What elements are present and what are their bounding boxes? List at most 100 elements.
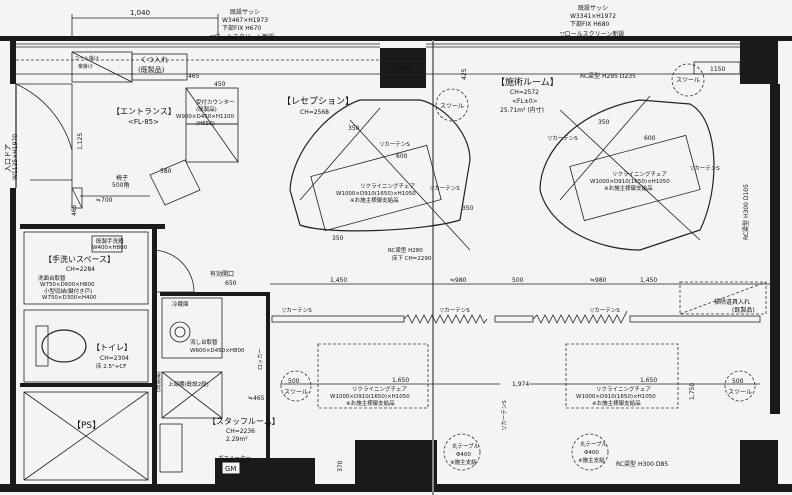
dim-1150b: 1150	[710, 66, 725, 73]
beam-mid-l2: 床下 CH=2290	[392, 254, 432, 262]
entrance-area: コート掛け 傘掛け くつ入れ (既製品) 465 【エントランス】 <FL-85…	[71, 51, 239, 216]
wash-item6: W750×D300×H400	[42, 295, 97, 301]
dim-500b: 500	[288, 378, 300, 385]
dim-1650a: 1,650	[392, 377, 409, 384]
sink-label: 流し台取替	[190, 338, 218, 346]
recliner-3-l3: ※お施主様御支給品	[346, 399, 395, 407]
reception-area: 【レセプション】 CH=2568 1150 425 スツール	[282, 61, 469, 122]
counter-l2: (既製品)	[196, 105, 217, 113]
toilet-room: 【トイレ】 CH=2304 床 2.5°+CF	[23, 309, 149, 383]
fridge-label: 冷蔵庫	[172, 300, 189, 308]
recliner-1-l3: ※お施主様御支給品	[350, 196, 399, 204]
dim-350a: 350	[348, 125, 360, 132]
stool-2: スツール	[676, 77, 700, 84]
round-table-right: 丸テーブル Φ400 ※施主支給 RC梁型 H300 D85 370	[337, 433, 668, 472]
recliner-1-l1: リクライニングチェア	[360, 182, 416, 190]
dim-450: 450	[214, 81, 226, 88]
reception-ch: CH=2568	[300, 109, 329, 116]
recliner-chair-2: リクライニングチェア W1000×D910(1650)×H1050 ※お施主様御…	[539, 95, 720, 251]
chair-l2: 500角	[112, 181, 129, 189]
window-left-l3: 下部FIX H670	[222, 24, 261, 32]
dim-465b: 465	[71, 204, 78, 216]
entrance-title: 【エントランス】	[112, 107, 176, 116]
recliner-4-l1: リクライニングチェア	[596, 385, 652, 393]
washroom: 既製手洗器 W400×H800 【手洗いスペース】 CH=2284 洗面台取替 …	[23, 231, 195, 305]
dim-1974: 1,974	[512, 381, 529, 388]
stool-4: スツール	[728, 389, 752, 396]
curtain-8: ▽カーテンS	[501, 400, 508, 430]
dim-425: 425	[461, 68, 468, 80]
dim-1450b: 1,450	[640, 277, 657, 284]
window-right-l1: 既設サッシ	[578, 4, 608, 12]
dim-600a: 600	[396, 153, 408, 160]
toilet-title: 【トイレ】	[92, 343, 132, 352]
dim-650: 650	[225, 280, 237, 287]
recliner-chair-1: リクライニングチェア W1000×D910(1650)×H1050 ※お施主様御…	[289, 99, 474, 262]
shoe-rack-l3: くつ入れ	[140, 56, 168, 64]
recliner-3-l2: W1000×D910(1650)×H1050	[330, 394, 410, 400]
staff-title: 【スタッフルーム】	[208, 417, 280, 426]
cleaning-l1: 掃除道具入れ	[714, 298, 750, 306]
table-left-l3: ※施主支給	[450, 458, 477, 466]
ps-label: 【PS】	[72, 420, 101, 431]
table-right-l1: 丸テーブル	[580, 440, 608, 448]
recliner-chair-4: 1,650 リクライニングチェア W1000×D910(1650)×H1050 …	[530, 343, 760, 409]
dim-370: 370	[337, 460, 344, 472]
gas-meter-gm: GM	[225, 465, 236, 473]
wash-item1: 既製手洗器	[96, 237, 124, 245]
dim-465c: ≒465	[248, 395, 265, 402]
dim-500a: 500	[512, 277, 524, 284]
staff-area: 2.29m²	[226, 436, 248, 443]
top-sash	[16, 43, 740, 75]
staff-ch: CH=2236	[226, 428, 255, 435]
chair-l1: 椅子	[116, 174, 128, 182]
recliner-2-l1: リクライニングチェア	[612, 170, 668, 178]
dim-980a: ≒980	[450, 277, 467, 284]
staff-room: 冷蔵庫 流し台取替 W600×D450×H800 上部棚(既設2段) 【スタッフ…	[154, 297, 280, 475]
shoe-rack-l4: (既製品)	[138, 65, 165, 74]
table-left-l1: 丸テーブル	[452, 442, 480, 450]
beam-top: RC梁型 H295 D235	[580, 72, 636, 80]
dim-700: ≒700	[96, 197, 113, 204]
treatment-area: 【施術ルーム】 CH=2572 <FL±0> 25.71m² (内寸) RC梁型…	[496, 61, 750, 240]
counter-l1: 受付カウンター	[196, 98, 235, 106]
wash-item3: 洗面台取替	[38, 274, 66, 282]
window-right-label: 既設サッシ W3341×H1972 下部FIX H680 ▽ロールスクリーン新設	[560, 4, 624, 38]
roll-screen-right: ▽ロールスクリーン新設	[560, 30, 624, 38]
dim-350d: 350	[598, 119, 610, 126]
table-right-l2: Φ400	[584, 450, 599, 456]
beam-bottom: RC梁型 H300 D85	[616, 460, 668, 468]
window-left-l2: W3467×H1973	[222, 17, 268, 24]
recliner-4-l2: W1000×D910(1650)×H1050	[576, 394, 656, 400]
round-table-left: 丸テーブル Φ400 ※施主支給	[443, 433, 481, 471]
gas-meter-label: ガスメーター	[218, 454, 251, 462]
dim-350b: 350	[332, 235, 344, 242]
locker-label: ロッカー	[257, 348, 264, 370]
entry-door: 入口ドア W1125×H1970 1,125	[4, 83, 84, 188]
treatment-fl: <FL±0>	[512, 98, 538, 105]
roll-screen-left: ▽ロールスクリーン新設	[210, 33, 274, 41]
dim-580: 580	[160, 168, 172, 175]
table-left-l2: Φ400	[456, 452, 471, 458]
curtain-7: ▽カーテンS	[590, 307, 620, 314]
entrance-fl: <FL-85>	[128, 118, 159, 126]
shoe-rack-l2: 傘掛け	[78, 63, 93, 70]
recliner-3-l1: リクライニングチェア	[352, 385, 408, 393]
dim-1650b: 1,650	[640, 377, 657, 384]
curtain-5: ▽カーテンS	[282, 307, 312, 314]
recliner-4-l3: ※お施主様御支給品	[592, 399, 641, 407]
locker2-label: (既製品)	[154, 371, 162, 392]
dim-1750: 1,750	[689, 383, 696, 400]
beam-right: RC梁型 H300 D105	[742, 184, 750, 240]
wash-item2: W400×H800	[92, 245, 128, 251]
dim-500c: 500	[732, 378, 744, 385]
shoe-rack-l1: コート掛け	[74, 55, 99, 62]
curtain-6: ▽カーテンS	[440, 307, 470, 314]
dim-980b: ≒980	[590, 277, 607, 284]
counter-l3: W900×D450×H1100	[176, 114, 235, 120]
curtain-1: ▽カーテンS	[380, 141, 410, 148]
curtain-2: ▽カーテンS	[430, 185, 460, 192]
toilet-ch: CH=2304	[100, 355, 129, 362]
reception-title: 【レセプション】	[282, 96, 354, 107]
dim-600b: 600	[644, 135, 656, 142]
